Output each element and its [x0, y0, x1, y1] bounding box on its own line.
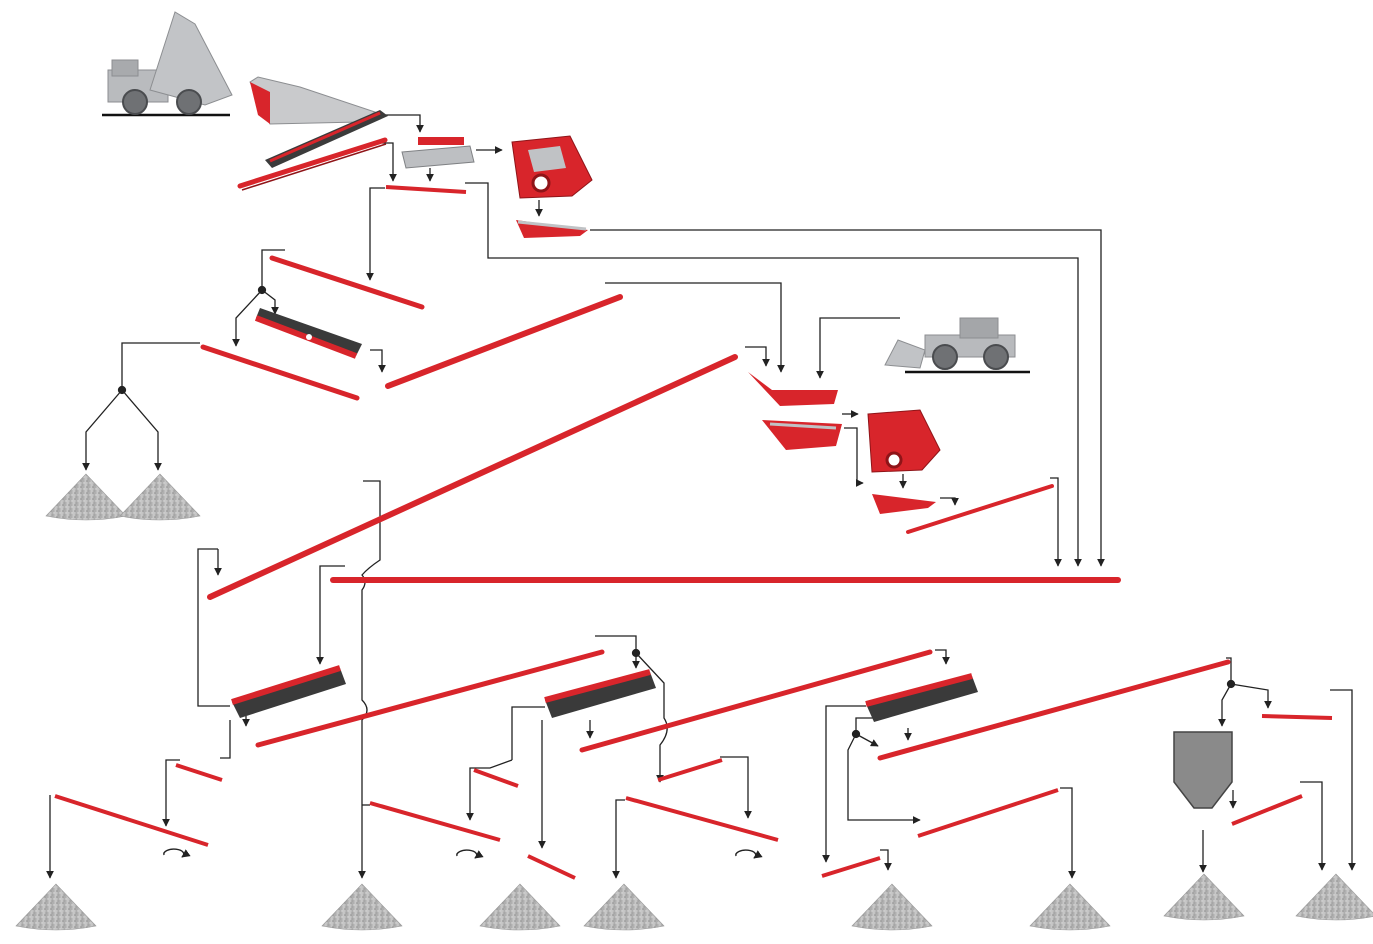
stockpile-icon	[851, 883, 933, 931]
conveyor-icon	[269, 255, 425, 310]
conveyor-icon	[54, 794, 209, 847]
conveyor-icon	[200, 344, 360, 401]
impact-crusher-icon	[867, 409, 941, 473]
stockpile-icon	[1029, 883, 1111, 931]
stockpile-icon	[15, 883, 97, 931]
reversible-conveyor-icon	[736, 850, 756, 858]
vibrating-screen-icon	[231, 665, 346, 718]
belt-feeder-icon	[265, 110, 388, 168]
vibrating-screen-icon	[865, 673, 978, 722]
silo-icon	[1173, 731, 1233, 809]
conveyor-icon	[175, 763, 223, 782]
stockpile-icon	[45, 473, 127, 521]
conveyor-icon	[821, 856, 881, 878]
stockpile-icon	[583, 883, 665, 931]
vibrating-screen-icon	[544, 669, 656, 718]
reversible-conveyor-icon	[457, 850, 477, 858]
conveyor-icon	[625, 796, 779, 842]
stockpile-icon	[321, 883, 403, 931]
conveyor-icon	[527, 854, 576, 880]
conveyor-icon	[579, 649, 933, 753]
vibrating-feeder-icon	[401, 137, 475, 169]
flow-lines	[46, 114, 1356, 879]
wheel-loader-icon	[884, 317, 1030, 374]
feed-hopper-icon	[249, 76, 377, 125]
conveyor-icon	[369, 801, 501, 842]
vibrating-screen-icon	[254, 308, 362, 359]
conveyor-icon	[385, 185, 467, 194]
conveyor-icon	[657, 758, 723, 782]
conveyor-icon	[1231, 794, 1303, 826]
stockpile-icon	[119, 473, 201, 521]
conveyor-icon	[906, 484, 1054, 534]
stockpile-icon	[479, 883, 561, 931]
vibrating-feeder-icon	[762, 420, 842, 450]
conveyor-icon	[516, 220, 588, 238]
conveyor-icon	[385, 294, 623, 389]
conveyor-icon	[917, 788, 1059, 838]
conveyor-icon	[473, 768, 519, 788]
dump-truck-icon	[102, 11, 233, 117]
conveyor-icon	[207, 354, 738, 600]
conveyor-icon	[877, 659, 1231, 761]
stockpile-icon	[1295, 873, 1373, 921]
stockpile-icon	[1163, 873, 1245, 921]
conveyor-icon	[255, 649, 605, 748]
conveyor-icon	[872, 494, 936, 514]
vibrating-feeder-icon	[748, 372, 838, 406]
impact-crusher-icon	[511, 135, 593, 199]
conveyor-icon	[1261, 714, 1333, 720]
conveyor-icon	[237, 137, 388, 191]
reversible-conveyor-icon	[164, 849, 184, 857]
